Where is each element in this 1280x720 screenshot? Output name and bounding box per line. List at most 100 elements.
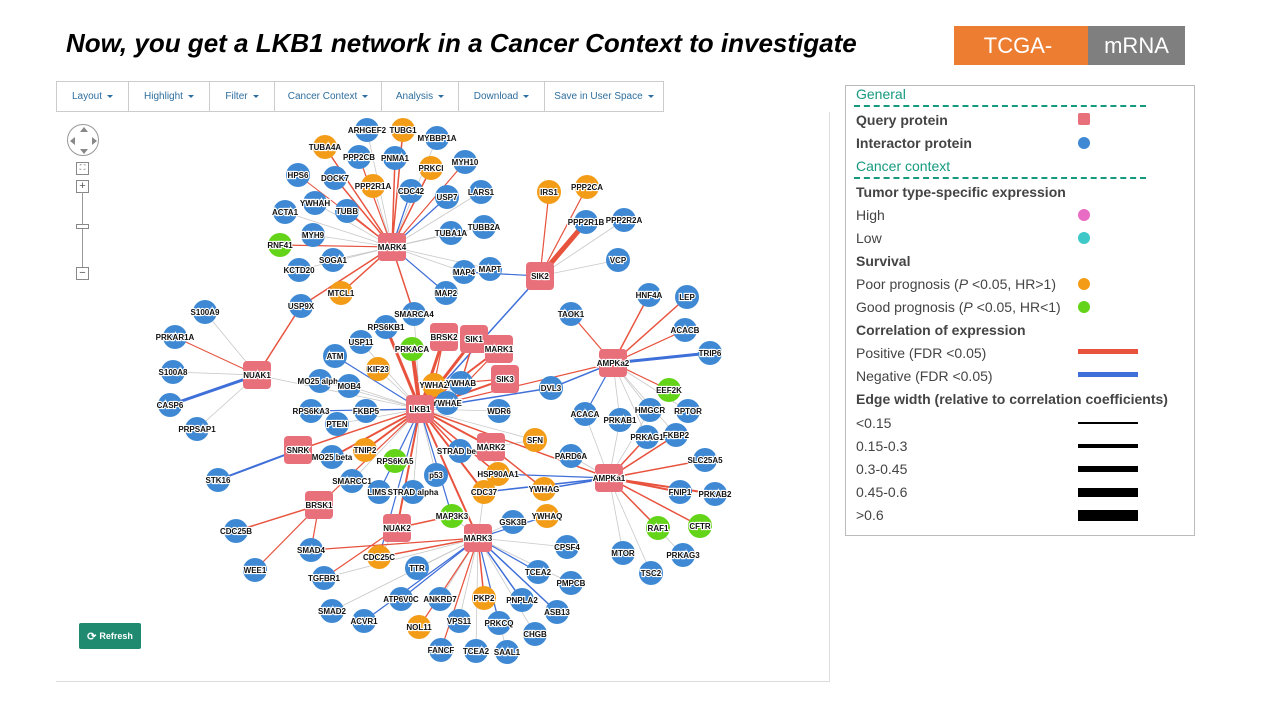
query-node-brsk2[interactable] — [430, 323, 458, 351]
interactor-node-dvl3[interactable] — [539, 376, 563, 400]
interactor-node-ywhab[interactable] — [449, 371, 473, 395]
interactor-node-pard6a[interactable] — [559, 444, 583, 468]
interactor-node-prkar1a[interactable] — [163, 325, 187, 349]
edge-LKB1-SNRK[interactable] — [297, 408, 421, 451]
interactor-node-ppp2r2a[interactable] — [612, 208, 636, 232]
edge-MARK4-TUBA4A[interactable] — [324, 146, 393, 248]
interactor-node-tubg1[interactable] — [391, 118, 415, 142]
interactor-node-cdc42[interactable] — [399, 179, 423, 203]
interactor-node-cpsf4[interactable] — [555, 535, 579, 559]
pan-up-icon[interactable] — [80, 127, 88, 132]
save-user-space-menu-button[interactable]: Save in User Space — [544, 81, 664, 112]
edge-SIK2-PPP2CA[interactable] — [539, 186, 588, 277]
interactor-node-prkab2[interactable] — [703, 482, 727, 506]
edge-MARK4-PNMA1[interactable] — [391, 157, 396, 248]
interactor-node-smad4[interactable] — [299, 538, 323, 562]
edge-MARK4-MAPT[interactable] — [391, 246, 491, 270]
edge-MARK4-ACTA1[interactable] — [284, 211, 393, 248]
interactor-node-kctd20[interactable] — [287, 258, 311, 282]
interactor-node-ppp2r1b[interactable] — [574, 210, 598, 234]
interactor-node-wee1[interactable] — [243, 558, 267, 582]
edge-MARK4-RNF41[interactable] — [279, 244, 393, 248]
interactor-node-tgfbr1[interactable] — [312, 566, 336, 590]
interactor-node-hnf4a[interactable] — [637, 283, 661, 307]
interactor-node-atm[interactable] — [323, 344, 347, 368]
interactor-node-sfn[interactable] — [523, 428, 547, 452]
zoom-out-button[interactable]: − — [76, 267, 89, 280]
edge-MARK3-CPSF4[interactable] — [477, 537, 568, 548]
interactor-node-hsp90aa1[interactable] — [486, 462, 510, 486]
interactor-node-asb13[interactable] — [545, 600, 569, 624]
edge-AMPKa1-HSP90AA1[interactable] — [497, 473, 610, 479]
interactor-node-ywhaz[interactable] — [422, 373, 446, 397]
interactor-node-p53[interactable] — [424, 463, 448, 487]
edge-NUAK1-LKB1[interactable] — [256, 374, 421, 410]
interactor-node-s100a9[interactable] — [193, 300, 217, 324]
interactor-node-arhgef2[interactable] — [355, 118, 379, 142]
interactor-node-vcp[interactable] — [606, 248, 630, 272]
interactor-node-hmgcr[interactable] — [638, 398, 662, 422]
edge-MARK4-TUBB2A[interactable] — [391, 226, 485, 248]
interactor-node-lep[interactable] — [675, 285, 699, 309]
interactor-node-saal1[interactable] — [495, 640, 519, 664]
interactor-node-acta1[interactable] — [273, 200, 297, 224]
edge-LKB1-ATM[interactable] — [334, 355, 421, 410]
interactor-node-strad-alpha[interactable] — [401, 480, 425, 504]
interactor-node-tubb2a[interactable] — [472, 215, 496, 239]
interactor-node-acvr1[interactable] — [352, 609, 376, 633]
edge-MARK4-PPP2CB[interactable] — [358, 156, 393, 248]
interactor-node-eef2k[interactable] — [657, 378, 681, 402]
interactor-node-trip6[interactable] — [698, 341, 722, 365]
zoom-slider-handle[interactable] — [76, 224, 89, 229]
pan-right-icon[interactable] — [92, 137, 97, 145]
interactor-node-map2[interactable] — [434, 281, 458, 305]
edge-MARK4-MYH10[interactable] — [391, 161, 466, 248]
download-menu-button[interactable]: Download — [458, 81, 545, 112]
edge-MARK3-ACVR1[interactable] — [363, 537, 479, 622]
interactor-node-dock7[interactable] — [323, 166, 347, 190]
interactor-node-map3k3[interactable] — [440, 504, 464, 528]
edge-LKB1-AMPKa1[interactable] — [419, 408, 610, 479]
edge-MARK4-LARS1[interactable] — [391, 191, 482, 248]
interactor-node-lars1[interactable] — [469, 180, 493, 204]
interactor-node-smad2[interactable] — [320, 599, 344, 623]
interactor-node-acacb[interactable] — [673, 318, 697, 342]
interactor-node-kif23[interactable] — [366, 357, 390, 381]
interactor-node-mtcl1[interactable] — [329, 281, 353, 305]
interactor-node-acaca[interactable] — [573, 402, 597, 426]
interactor-node-prpsap1[interactable] — [185, 417, 209, 441]
interactor-node-raf1[interactable] — [646, 516, 670, 540]
edge-LKB1-MO25 beta[interactable] — [331, 408, 421, 458]
edge-MARK3-NOL11[interactable] — [418, 537, 479, 628]
interactor-node-slc25a5[interactable] — [693, 448, 717, 472]
query-node-nuak2[interactable] — [383, 514, 411, 542]
pan-left-icon[interactable] — [70, 137, 75, 145]
interactor-node-lims1[interactable] — [367, 480, 391, 504]
edge-MARK4-KCTD20[interactable] — [298, 246, 393, 271]
refresh-button[interactable]: ⟳ Refresh — [79, 623, 141, 649]
edge-AMPKa1-SLC25A5[interactable] — [608, 459, 706, 479]
edge-MARK3-CDC25C[interactable] — [378, 537, 479, 558]
query-node-brsk1[interactable] — [305, 491, 333, 519]
interactor-node-ywhag[interactable] — [532, 477, 556, 501]
zoom-slider-track[interactable] — [82, 192, 83, 270]
interactor-node-smarca4[interactable] — [402, 302, 426, 326]
interactor-node-mob4[interactable] — [337, 374, 361, 398]
interactor-node-ppp2r1a[interactable] — [361, 174, 385, 198]
interactor-node-rnf41[interactable] — [268, 233, 292, 257]
interactor-node-ywhah[interactable] — [303, 191, 327, 215]
interactor-node-ywhae[interactable] — [435, 391, 459, 415]
query-node-sik1[interactable] — [460, 325, 488, 353]
query-node-mark4[interactable] — [378, 233, 406, 261]
query-node-mark2[interactable] — [477, 433, 505, 461]
interactor-node-fkbp5[interactable] — [354, 399, 378, 423]
filter-menu-button[interactable]: Filter — [209, 81, 275, 112]
interactor-node-tubb[interactable] — [335, 199, 359, 223]
interactor-node-atp6v0c[interactable] — [389, 587, 413, 611]
fit-icon[interactable]: ⛶ — [76, 162, 89, 175]
interactor-node-prkag3[interactable] — [671, 543, 695, 567]
edge-MARK3-SMAD2[interactable] — [331, 537, 479, 612]
edge-AMPKa1-PRKAB2[interactable] — [608, 477, 716, 495]
interactor-node-mapt[interactable] — [478, 257, 502, 281]
